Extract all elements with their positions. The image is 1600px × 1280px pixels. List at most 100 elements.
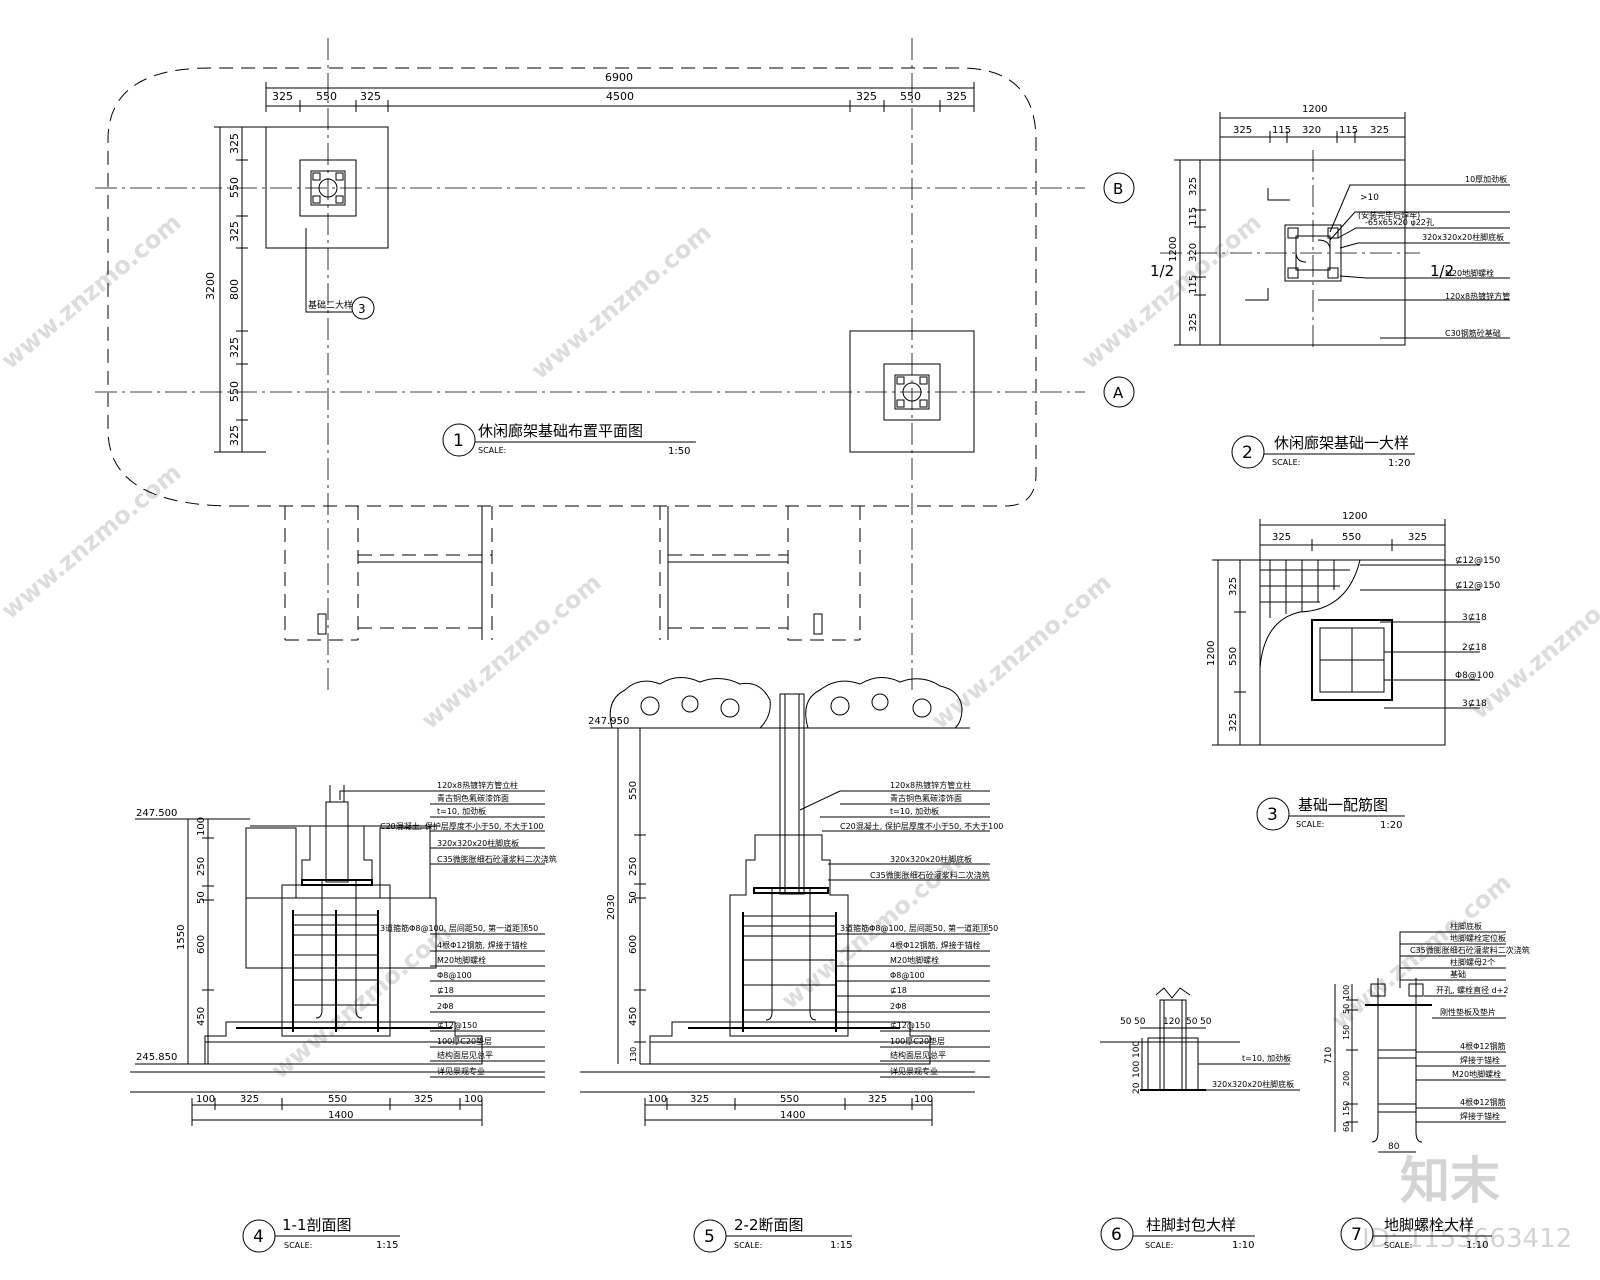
note: t=10, 加劲板 (437, 806, 486, 816)
dim-label: 325 (228, 337, 241, 358)
note: 320x320x20柱脚底板 (437, 838, 519, 848)
note: 3⊈18 (1462, 613, 1487, 623)
dim-label: 100 (1342, 985, 1351, 1000)
base-plate (753, 887, 829, 894)
drawing-title: 柱脚封包大样 (1146, 1216, 1236, 1234)
note: (安装完毕后焊牢) (1358, 210, 1420, 220)
dim-label: 450 (628, 1007, 639, 1026)
dim-label: 50 (628, 891, 639, 904)
note: -65x65x20 φ22孔 (1365, 218, 1434, 227)
drawing3-rebar-plan: ⊈12@150 ⊈12@150 3⊈18 2⊈18 Φ8@100 3⊈18 12… (1206, 511, 1500, 831)
steel-column (325, 801, 349, 883)
note: 刚性垫板及垫片 (1440, 1007, 1496, 1017)
callout-number: 3 (358, 302, 366, 316)
drawing5-left-dims: 550 250 50 600 450 130 2030 (606, 728, 646, 1064)
dim-label: 325 (1188, 313, 1199, 332)
drawing4-title-block: 4 1-1剖面图 SCALE: 1:15 (242, 1216, 400, 1253)
note: 3道箍筋Φ8@100, 层间距50, 第一道距顶50 (840, 923, 998, 933)
dim-label: 80 (1388, 1142, 1400, 1152)
concrete-pedestal (729, 834, 849, 1037)
dim-label: 1550 (176, 925, 187, 950)
dim-label: 325 (414, 1094, 433, 1105)
note: 3⊈18 (1462, 699, 1487, 709)
scale-label: SCALE: (1296, 820, 1324, 829)
watermark-text: www.znzmo.com (926, 568, 1117, 734)
drawing-title: 1-1剖面图 (282, 1216, 352, 1234)
dim-label: 550 (316, 90, 337, 103)
dim-label: 100 (648, 1094, 667, 1105)
note: t=10, 加劲板 (1242, 1053, 1291, 1063)
dim-label: 325 (946, 90, 967, 103)
axis-label-a: A (1113, 384, 1124, 402)
dim-label: 100 (464, 1094, 483, 1105)
c20-blinding (204, 1041, 483, 1065)
dim-label: 800 (228, 279, 241, 300)
drawing3-leaders (1360, 564, 1480, 709)
note: 4根Φ12钢筋, 焊接于锚栓 (437, 940, 528, 950)
dim-label: 1400 (328, 1110, 353, 1121)
dim-label: 50 (196, 891, 207, 904)
dim-label: 325 (1233, 125, 1252, 136)
note: M20地脚螺栓 (1445, 268, 1494, 278)
scale-value: 1:20 (1380, 820, 1402, 831)
dim-label: 50 (1186, 1017, 1198, 1027)
scale-value: 1:20 (1388, 458, 1410, 469)
footing-right (849, 330, 975, 453)
dim-label: 325 (1272, 532, 1291, 543)
drawing-number: 4 (253, 1227, 264, 1247)
base-plate (301, 879, 373, 886)
dim-label: 50 (1134, 1017, 1146, 1027)
dim-label: 60 (1342, 1122, 1351, 1132)
drawing6-column-base-cover: t=10, 加劲板 320x320x20柱脚底板 50 50 120 50 50… (1100, 987, 1300, 1251)
dim-label: 600 (628, 935, 639, 954)
dim-label: 115 (1188, 275, 1199, 294)
dim-label: 100 (196, 817, 207, 836)
drawing-number: 3 (1267, 805, 1278, 825)
drawing3-top-dims: 1200 325 550 325 (1259, 511, 1446, 560)
note: 柱脚底板 (1450, 921, 1482, 931)
dim-label: 150 (1342, 1025, 1351, 1040)
drawing-title: 休闲廊架基础布置平面图 (478, 422, 643, 440)
drawing-number: 5 (704, 1227, 715, 1247)
dim-label: 200 (1342, 1071, 1351, 1086)
drawing5-notes: 120x8热镀锌方管立柱 青古铜色氟碳漆饰面 t=10, 加劲板 C20混凝土,… (799, 780, 1003, 1078)
dim-label: 320 (1188, 243, 1199, 262)
note: ⊈18 (890, 986, 907, 995)
drawing-title: 休闲廊架基础一大样 (1274, 434, 1409, 452)
dim-label: 250 (196, 857, 207, 876)
rebar-mesh (1260, 560, 1350, 618)
drawing7-left-dims: 100 50 150 200 150 60 710 (1324, 984, 1358, 1132)
dim-label: 320 (1302, 125, 1321, 136)
note: ⊈12@150 (437, 1021, 477, 1030)
top-dimension-chain: 6900 325 550 325 4500 325 550 325 (265, 71, 975, 112)
scale-label: SCALE: (734, 1241, 762, 1250)
drawing2-leaders (1318, 184, 1510, 339)
dim-label: 550 (228, 381, 241, 402)
dim-label: 325 (690, 1094, 709, 1105)
column-cage (1311, 619, 1393, 701)
note: M20地脚螺栓 (437, 955, 486, 965)
note: Φ8@100 (890, 971, 925, 980)
positioning-plate (1377, 1049, 1417, 1059)
drawing-number: 2 (1242, 443, 1253, 463)
dim-label: 6900 (605, 71, 633, 84)
drawing1-title-block: 1 休闲廊架基础布置平面图 SCALE: 1:50 (442, 422, 696, 457)
dim-label: 550 (628, 781, 639, 800)
scale-value: 1:50 (668, 446, 690, 457)
axis-bubble-b (1103, 172, 1135, 204)
note: 10厚加劲板 (1465, 174, 1507, 184)
note: 120x8热镀锌方管 (1445, 291, 1510, 301)
planting-foliage (640, 693, 932, 718)
note: Φ8@100 (437, 971, 472, 980)
drawing6-left-dims: 20 100 100 (1132, 1038, 1143, 1094)
dim-label: 325 (1188, 177, 1199, 196)
drawing3-title-block: 3 基础一配筋图 SCALE: 1:20 (1256, 796, 1405, 831)
drawing5-title-block: 5 2-2断面图 SCALE: 1:15 (693, 1216, 852, 1253)
drawing-number: 1 (453, 431, 464, 451)
dim-label: 4500 (606, 90, 634, 103)
dim-label: 115 (1188, 207, 1199, 226)
positioning-plate (1377, 1103, 1417, 1113)
dim-label: 325 (228, 221, 241, 242)
dim-label: 115 (1272, 125, 1291, 136)
drawing-number: 6 (1111, 1225, 1122, 1245)
